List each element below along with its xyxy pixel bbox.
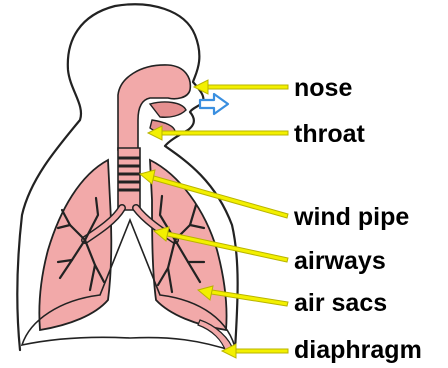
label-airways: airways (294, 249, 386, 274)
label-diaphragm: diaphragm (294, 338, 422, 363)
nasal-cavity (118, 65, 190, 150)
label-nose: nose (294, 76, 352, 101)
left-lung (39, 160, 111, 330)
label-throat: throat (294, 122, 365, 147)
label-wind-pipe: wind pipe (294, 205, 409, 230)
trachea (118, 148, 140, 210)
nose-pointer-icon (194, 80, 288, 94)
label-air-sacs: air sacs (294, 291, 387, 316)
diaphragm-pointer-icon (222, 344, 288, 358)
